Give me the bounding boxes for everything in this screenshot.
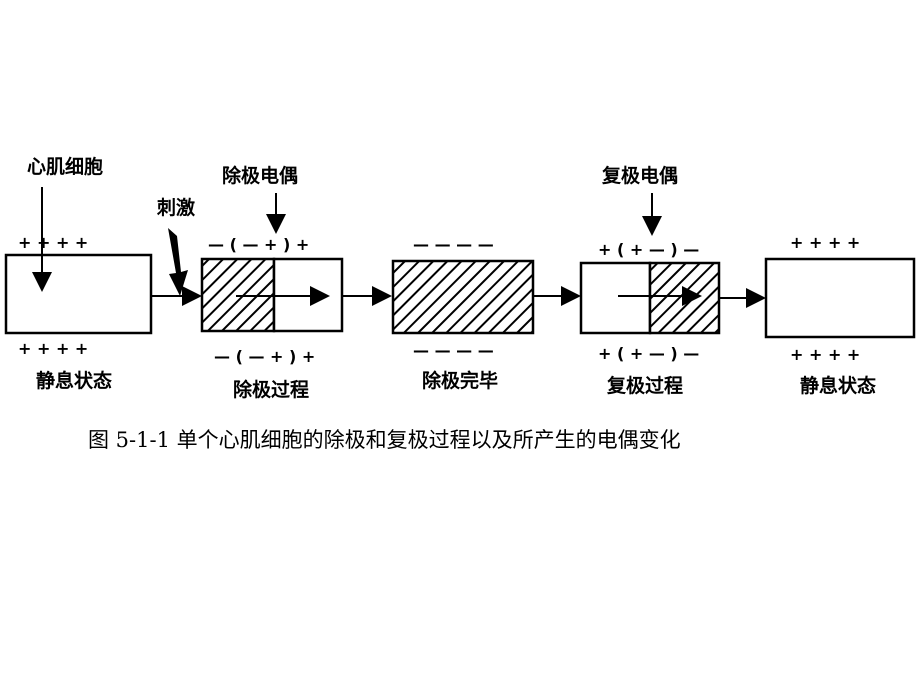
figure-caption: 图 5-1-1 单个心肌细胞的除极和复极过程以及所产生的电偶变化 [88,428,681,452]
label-resting-state: 静息状态 [36,369,112,392]
stage-depolarized: — — — — — — — — [391,235,535,360]
stage-resting-1: + + + + + + + + [4,187,153,358]
charge-bottom: — — — — [413,341,494,360]
charge-top: + + + + [790,233,860,252]
label-resting-state: 静息状态 [800,374,876,397]
cell-box-resting [4,253,153,335]
label-depolarization-dipole: 除极电偶 [222,164,298,187]
still-depolarized-region [648,261,721,335]
charge-bottom: + + + + [790,345,860,364]
label-stimulus: 刺激 [157,196,195,219]
label-repolarization-dipole: 复极电偶 [601,164,678,187]
label-cell: 心肌细胞 [27,155,103,178]
stage-repolarizing: + ( + — ) — + ( + — ) — [579,193,721,363]
charge-bottom: — ( — + ) + [214,347,315,366]
stimulus-arrow-icon [168,228,188,296]
label-depolarization-complete: 除极完毕 [422,369,498,392]
stage-depolarizing: — ( — + ) + — ( — + ) + [200,193,344,366]
charge-top: + + + + [18,233,88,252]
charge-top: + ( + — ) — [598,240,699,259]
depolarized-cell-box [391,259,535,335]
repolarized-region [579,261,652,335]
label-repolarization-process: 复极过程 [606,374,683,397]
cell-box-resting [764,257,916,339]
charge-bottom: + ( + — ) — [598,344,699,363]
charge-top: — — — — [413,235,494,254]
label-depolarization-process: 除极过程 [233,378,309,401]
charge-top: — ( — + ) + [208,235,309,254]
charge-bottom: + + + + [18,339,88,358]
stage-resting-2: + + + + + + + + [764,233,916,364]
